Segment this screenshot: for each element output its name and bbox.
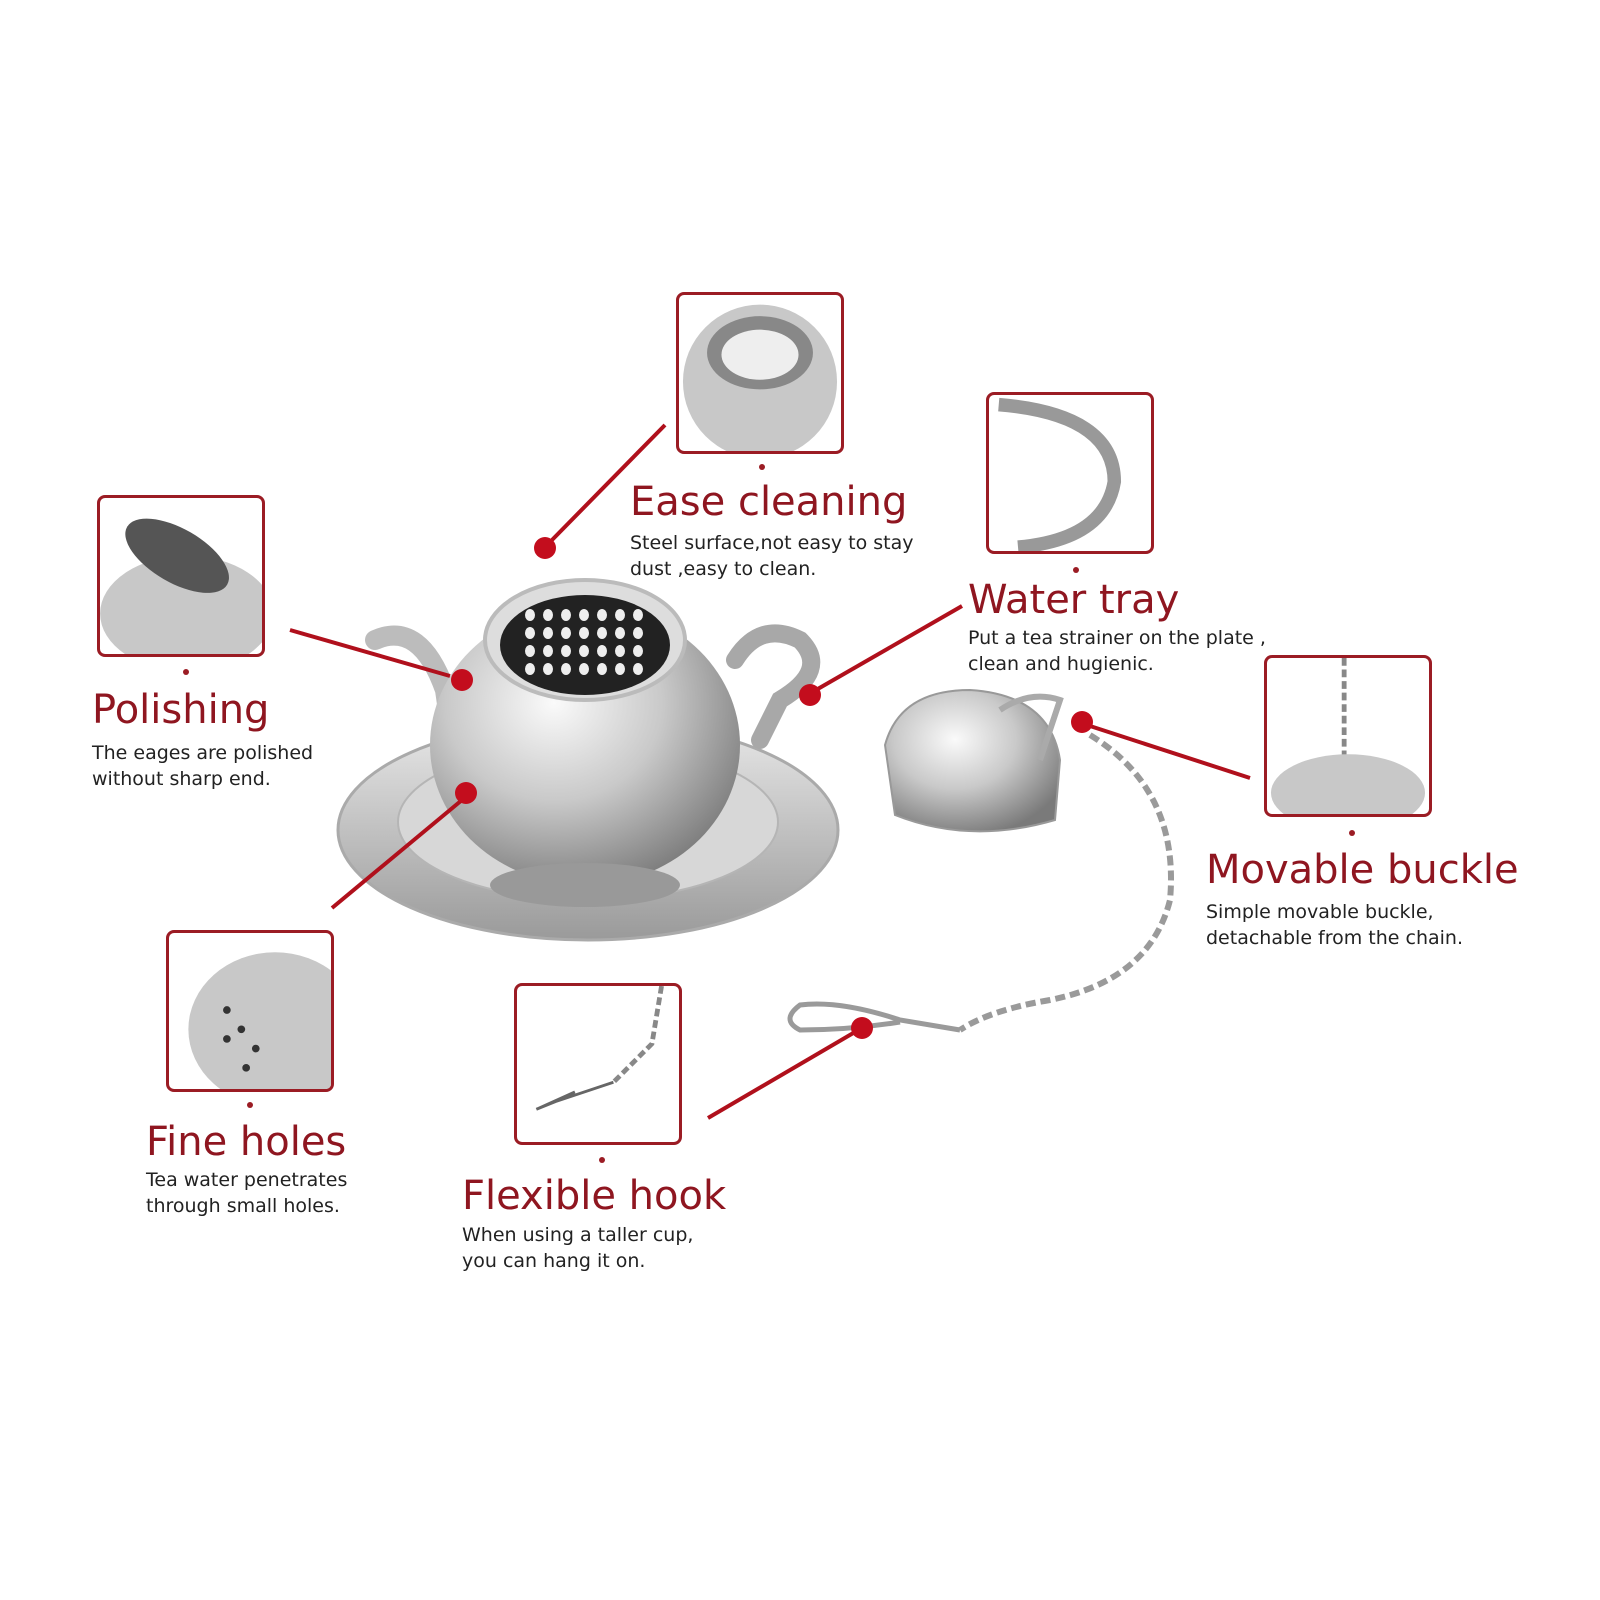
strainer-hole (597, 663, 607, 675)
strainer-hole (579, 609, 589, 621)
strainer-hole (615, 645, 625, 657)
strainer-hole (633, 609, 643, 621)
strainer-hole (597, 645, 607, 657)
flexible-hook-thumbnail (514, 983, 682, 1145)
marker-dot (759, 464, 765, 470)
water-tray-description: Put a tea strainer on the plate ,clean a… (968, 627, 1266, 675)
strainer-hole (525, 627, 535, 639)
strainer-hole (525, 645, 535, 657)
strainer-hole (525, 609, 535, 621)
strainer-hole (543, 609, 553, 621)
water-tray-thumbnail (986, 392, 1154, 554)
flexible-hook-description: When using a taller cup,you can hang it … (462, 1224, 694, 1272)
callout-dots (451, 537, 1093, 1039)
lid-with-chain (787, 688, 1174, 1033)
marker-dot (1349, 830, 1355, 836)
strainer-hole (561, 645, 571, 657)
callout-lines (289, 423, 1251, 1120)
strainer-hole (633, 663, 643, 675)
strainer-hole (579, 627, 589, 639)
ease-cleaning-thumbnail (676, 292, 844, 454)
marker-dot (1073, 567, 1079, 573)
fine-holes-thumbnail (166, 930, 334, 1092)
polishing-title: Polishing (92, 687, 270, 733)
movable-buckle-description: Simple movable buckle,detachable from th… (1206, 901, 1464, 949)
strainer-hole (543, 663, 553, 675)
strainer-hole (561, 663, 571, 675)
strainer-hole (561, 609, 571, 621)
strainer-hole (597, 609, 607, 621)
strainer-hole (543, 645, 553, 657)
strainer-hole (615, 609, 625, 621)
strainer-hole (561, 627, 571, 639)
strainer-hole (579, 663, 589, 675)
strainer-hole (633, 627, 643, 639)
strainer-hole (615, 663, 625, 675)
marker-dot (599, 1157, 605, 1163)
strainer-hole (615, 627, 625, 639)
movable-buckle-title: Movable buckle (1206, 847, 1519, 893)
strainer-hole (579, 645, 589, 657)
strainer-hole (633, 645, 643, 657)
strainer-hole (543, 627, 553, 639)
ease-cleaning-title: Ease cleaning (630, 479, 908, 525)
water-tray-title: Water tray (968, 577, 1180, 623)
teapot-infuser (365, 578, 821, 907)
fine-holes-title: Fine holes (146, 1119, 347, 1165)
marker-dot (183, 669, 189, 675)
movable-buckle-thumbnail (1264, 655, 1432, 817)
strainer-hole (597, 627, 607, 639)
flexible-hook-title: Flexible hook (462, 1173, 727, 1219)
marker-dot (247, 1102, 253, 1108)
polishing-thumbnail (97, 495, 265, 657)
strainer-hole (525, 663, 535, 675)
